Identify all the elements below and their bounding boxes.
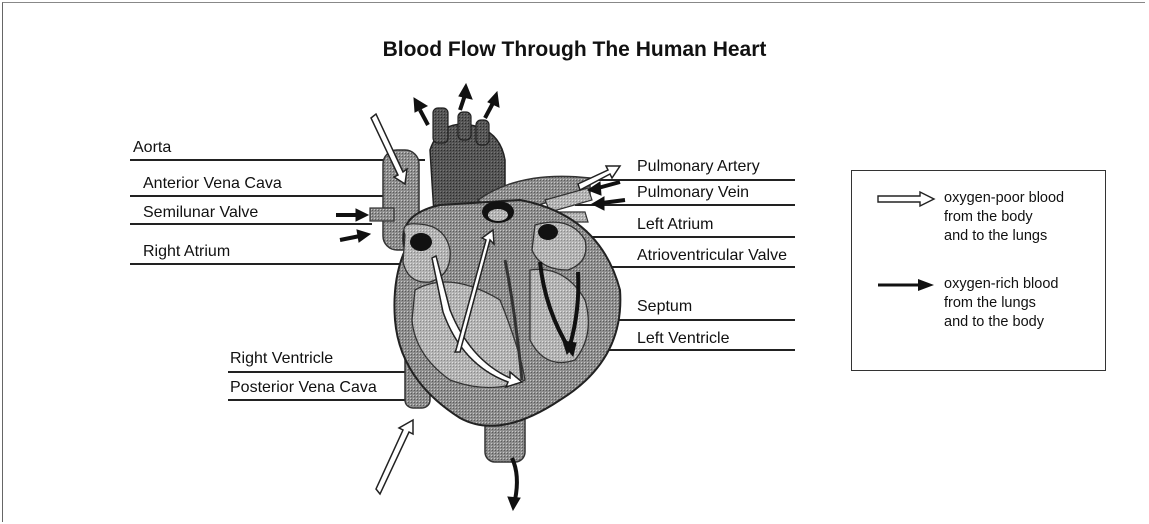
white-arrow-into-ivc xyxy=(376,420,413,494)
solid-black-arrow-icon xyxy=(918,279,934,291)
label-septum: Septum xyxy=(637,298,692,316)
label-right-atrium: Right Atrium xyxy=(143,243,230,261)
label-left-ventricle: Left Ventricle xyxy=(637,330,730,348)
legend-oxygen-rich: oxygen-rich blood from the lungs and to … xyxy=(944,275,1058,332)
hollow-white-arrow-icon xyxy=(878,192,934,206)
heart-illustration xyxy=(370,108,620,462)
label-pulmonary-artery: Pulmonary Artery xyxy=(637,158,760,176)
label-pulmonary-vein: Pulmonary Vein xyxy=(637,184,749,202)
right-atrium-opening xyxy=(410,233,432,251)
label-atrioventricular-valve: Atrioventricular Valve xyxy=(637,247,787,265)
legend-arrows xyxy=(872,189,942,319)
label-anterior-vena-cava: Anterior Vena Cava xyxy=(143,175,282,193)
legend-box: oxygen-poor blood from the body and to t… xyxy=(851,170,1106,371)
label-right-ventricle: Right Ventricle xyxy=(230,350,333,368)
legend-oxygen-poor: oxygen-poor blood from the body and to t… xyxy=(944,189,1064,246)
label-semilunar-valve: Semilunar Valve xyxy=(143,204,258,222)
label-posterior-vena-cava: Posterior Vena Cava xyxy=(230,379,377,397)
label-aorta: Aorta xyxy=(133,139,171,157)
label-left-atrium: Left Atrium xyxy=(637,216,713,234)
